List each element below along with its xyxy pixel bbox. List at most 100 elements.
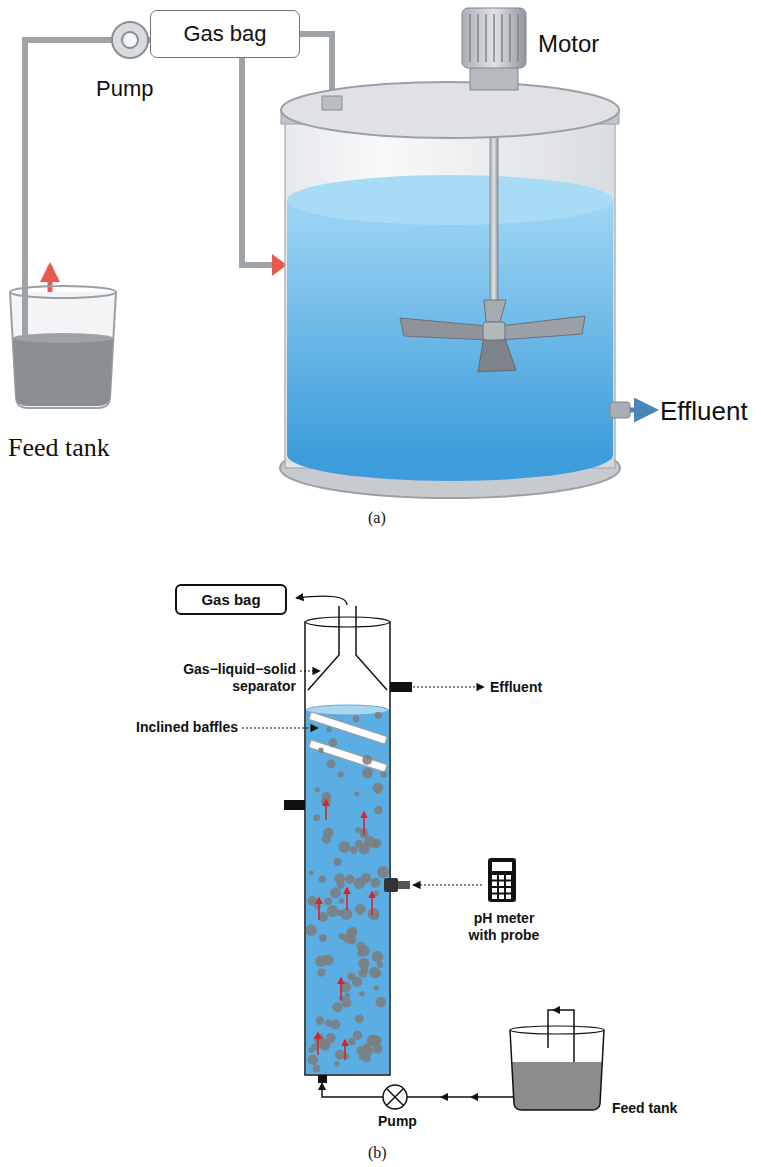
sludge-granules (306, 712, 389, 1073)
effluent-arrow (630, 408, 654, 413)
granule (355, 1014, 364, 1023)
key (492, 895, 497, 900)
granule (330, 887, 341, 898)
granule (374, 986, 379, 991)
granule (320, 1041, 326, 1047)
granule (306, 925, 317, 936)
part-label: Pump (378, 1113, 417, 1130)
granule (350, 846, 357, 853)
key (506, 875, 511, 880)
granule (326, 727, 332, 733)
key (506, 888, 511, 893)
granule (377, 962, 383, 968)
panel-label: (b) (368, 1143, 387, 1162)
granule (331, 1020, 341, 1030)
granule (327, 905, 339, 917)
feed-tank (510, 1030, 604, 1110)
part-label: Motor (538, 30, 599, 59)
impeller-hub (483, 322, 505, 340)
part-label: pH meter with probe (458, 910, 550, 944)
granule (359, 1054, 365, 1060)
motor (462, 8, 526, 68)
granule (324, 897, 332, 905)
granule (346, 928, 356, 938)
granule (362, 755, 372, 765)
granule (377, 866, 389, 878)
granule (368, 908, 380, 920)
granule (316, 1016, 325, 1025)
granule (355, 840, 363, 848)
feed-pipe (148, 40, 272, 265)
node-text: Gas bag (201, 591, 260, 608)
part-label: Effluent (490, 679, 542, 696)
key (492, 888, 497, 893)
granule (359, 991, 364, 996)
leader-line (300, 670, 320, 671)
granule (315, 787, 320, 792)
key (499, 888, 504, 893)
cstr-panel (10, 8, 654, 498)
part-label: Feed tank (612, 1100, 677, 1117)
leader-line (413, 686, 484, 687)
granule (323, 828, 334, 839)
side-port (284, 800, 305, 810)
gas-liquid-solid-separator (308, 606, 387, 690)
granule (347, 927, 357, 937)
reactor-liquid (287, 200, 613, 455)
granule (345, 875, 354, 884)
granule (336, 880, 344, 888)
granule (334, 858, 342, 866)
granule (339, 995, 345, 1001)
part-label: Effluent (660, 396, 748, 427)
granule (332, 1002, 342, 1012)
granule (352, 977, 362, 987)
inclined-baffle (309, 740, 388, 772)
granule (343, 1053, 349, 1059)
granule (353, 716, 360, 723)
granule (355, 827, 361, 833)
granule (334, 1061, 340, 1067)
granule (335, 1050, 345, 1060)
granule (370, 878, 380, 888)
granule (374, 806, 383, 815)
granule (380, 771, 387, 778)
key (492, 882, 497, 887)
granule (313, 814, 320, 821)
granule (318, 748, 324, 754)
granule (328, 738, 337, 747)
part-label: Pump (96, 76, 153, 102)
granule (355, 904, 365, 914)
node-text: Gas bag (183, 21, 266, 47)
reactor-lid (281, 82, 619, 138)
granule (338, 771, 344, 777)
impeller-blade (400, 318, 487, 340)
granule (358, 958, 369, 969)
pump-symbol (112, 22, 148, 58)
key (499, 875, 504, 880)
gas-arrow (296, 596, 347, 605)
granule (348, 1038, 355, 1045)
granule (373, 783, 384, 794)
gas-bag-box: Gas bag (150, 10, 300, 58)
granule (372, 951, 383, 962)
effluent-port (390, 682, 412, 692)
granule (357, 950, 364, 957)
granule (319, 934, 327, 942)
granule (308, 896, 318, 906)
leader-line (242, 727, 318, 728)
granule (369, 967, 380, 978)
part-label: Gas−liquid−solid separator (150, 661, 296, 695)
feed-tank (10, 292, 116, 408)
granule (327, 759, 336, 768)
granule (354, 791, 359, 796)
key (492, 875, 497, 880)
part-label: Feed tank (8, 432, 110, 463)
gas-port (322, 96, 342, 110)
inclined-baffle (309, 712, 388, 744)
panel-label: (a) (368, 508, 386, 527)
granule (317, 968, 325, 976)
granule (345, 993, 350, 998)
granule (338, 841, 350, 853)
key (506, 895, 511, 900)
